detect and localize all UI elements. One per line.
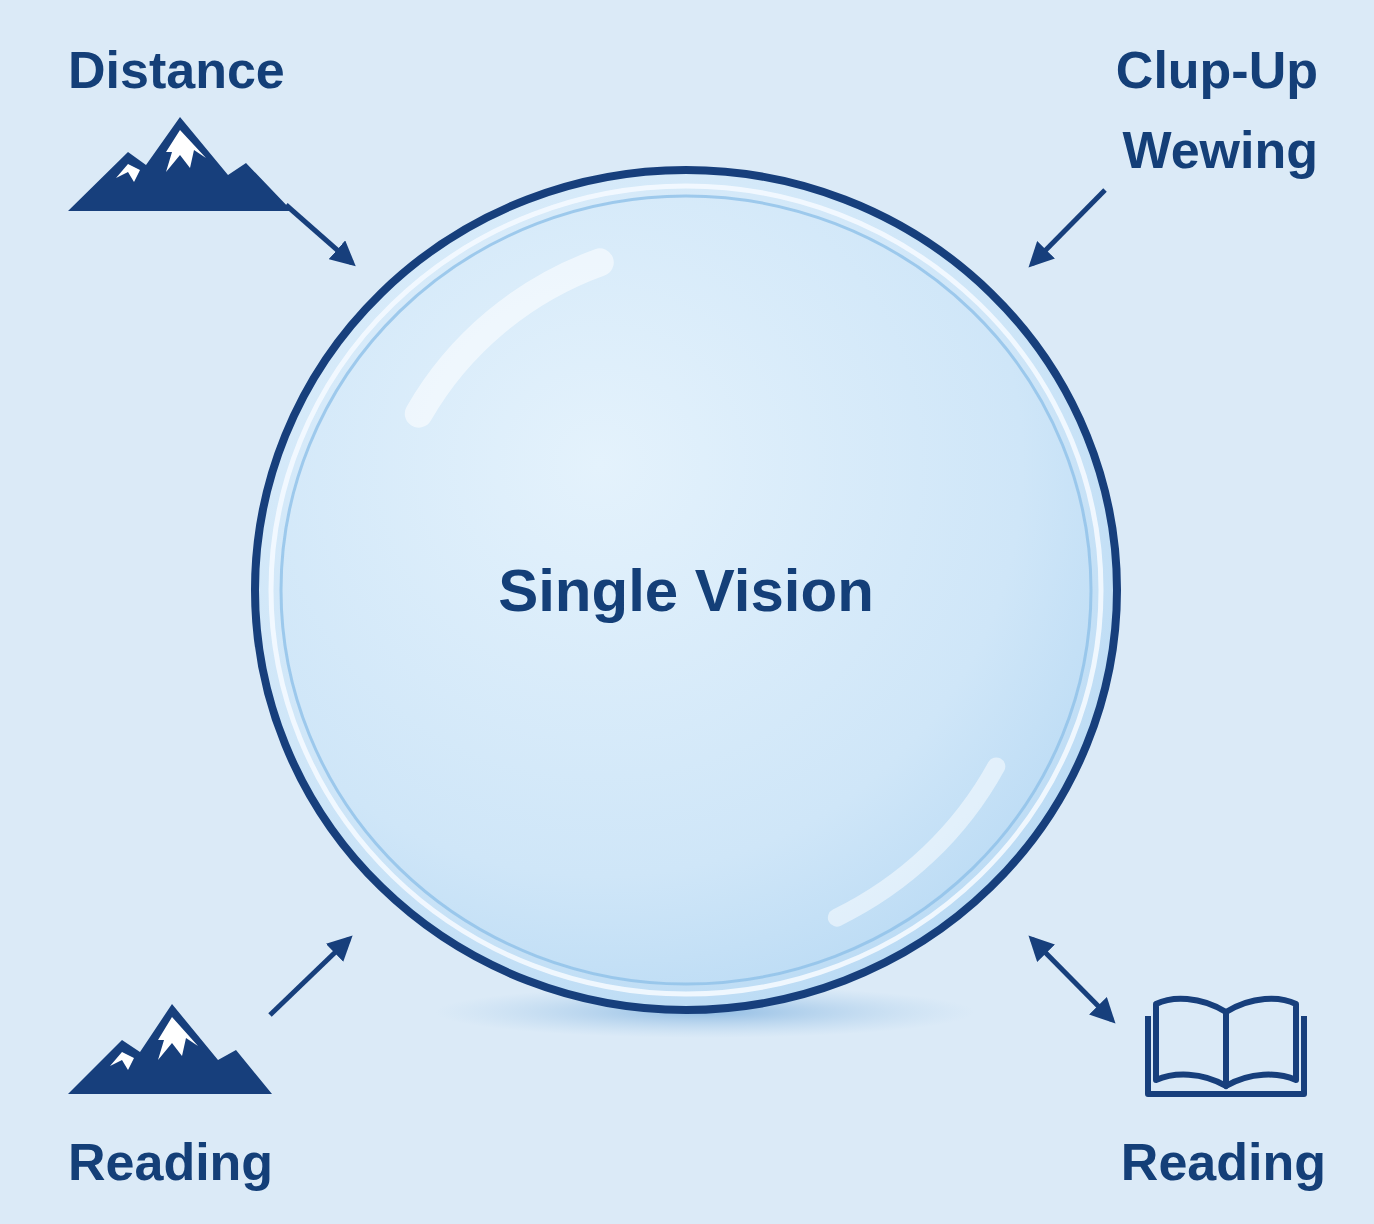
double-arrow <box>1032 939 1112 1020</box>
arrow <box>270 939 349 1015</box>
corner-label: Reading <box>1121 1122 1326 1202</box>
arrow <box>286 205 352 263</box>
corner-label: Clup-Up Wewing <box>1018 30 1318 190</box>
lens-title: Single Vision <box>498 556 874 625</box>
lens-circle: Single Vision <box>250 165 1122 1015</box>
mountain-icon <box>68 1004 272 1094</box>
corner-label: Distance <box>68 30 285 110</box>
arrow <box>1032 190 1105 264</box>
corner-label: Reading <box>68 1122 273 1202</box>
book-icon <box>1148 999 1304 1094</box>
mountain-icon <box>68 117 292 211</box>
